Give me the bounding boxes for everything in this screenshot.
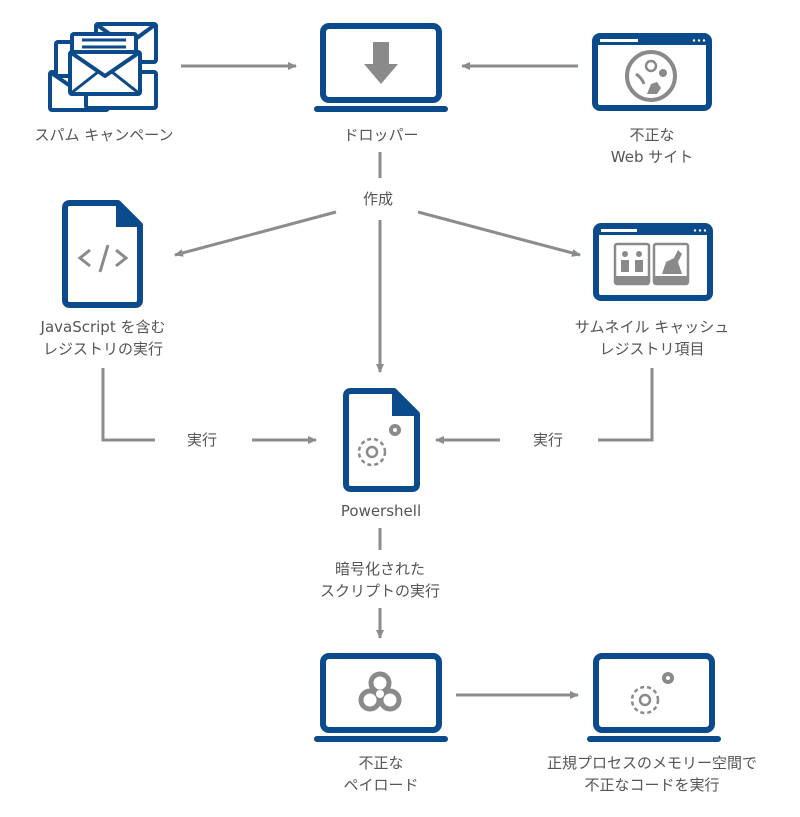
edge-label-line: 暗号化された bbox=[334, 560, 426, 578]
node-label-thumbnail: サムネイル キャッシュ レジストリ項目 bbox=[575, 316, 729, 360]
arrow-create-to-js-registry bbox=[174, 210, 337, 257]
node-label-line: ドロッパー bbox=[343, 126, 419, 144]
node-label-dropper: ドロッパー bbox=[343, 124, 418, 146]
node-label-line: 不正な bbox=[629, 126, 675, 144]
laptop-biohazard-icon bbox=[314, 653, 448, 742]
node-label-line: JavaScript を含む bbox=[40, 318, 166, 336]
node-label-line: 正規プロセスのメモリー空間で bbox=[546, 754, 758, 772]
node-label-website: 不正な Web サイト bbox=[611, 124, 693, 168]
edge-label-create: 作成 bbox=[358, 189, 398, 209]
node-label-line: ペイロード bbox=[343, 776, 419, 794]
edge-label-encrypted-script: 暗号化された スクリプトの実行 bbox=[320, 558, 440, 602]
line-js-registry-to-execute bbox=[101, 368, 155, 442]
gear-file-icon bbox=[343, 388, 420, 492]
envelopes-icon bbox=[48, 22, 158, 112]
node-label-memory: 正規プロセスのメモリー空間で 不正なコードを実行 bbox=[547, 752, 757, 796]
node-label-powershell: Powershell bbox=[341, 500, 421, 522]
browser-malware-icon bbox=[592, 33, 712, 111]
edge-label-execute-left: 実行 bbox=[182, 430, 222, 450]
arrow-create-to-thumbnail bbox=[417, 210, 581, 257]
node-label-line: レジストリの実行 bbox=[42, 340, 163, 358]
browser-thumbnails-icon bbox=[593, 223, 713, 301]
node-label-line: Web サイト bbox=[610, 148, 694, 166]
node-label-js-registry: JavaScript を含む レジストリの実行 bbox=[41, 316, 166, 360]
node-label-payload: 不正な ペイロード bbox=[343, 752, 418, 796]
node-label-line: Powershell bbox=[340, 502, 422, 520]
edge-label-line: スクリプトの実行 bbox=[319, 582, 441, 600]
node-label-spam: スパム キャンペーン bbox=[34, 124, 173, 146]
line-thumbnail-to-execute bbox=[598, 368, 654, 442]
laptop-download-icon bbox=[314, 23, 448, 112]
node-label-line: 不正なコードを実行 bbox=[584, 776, 720, 794]
node-label-line: サムネイル キャッシュ bbox=[574, 318, 730, 336]
node-label-line: レジストリ項目 bbox=[599, 340, 705, 358]
node-label-line: 不正な bbox=[358, 754, 404, 772]
edge-label-execute-right: 実行 bbox=[528, 430, 568, 450]
code-file-icon bbox=[62, 200, 143, 308]
laptop-gears-icon bbox=[587, 653, 721, 742]
node-label-line: スパム キャンペーン bbox=[34, 126, 174, 144]
